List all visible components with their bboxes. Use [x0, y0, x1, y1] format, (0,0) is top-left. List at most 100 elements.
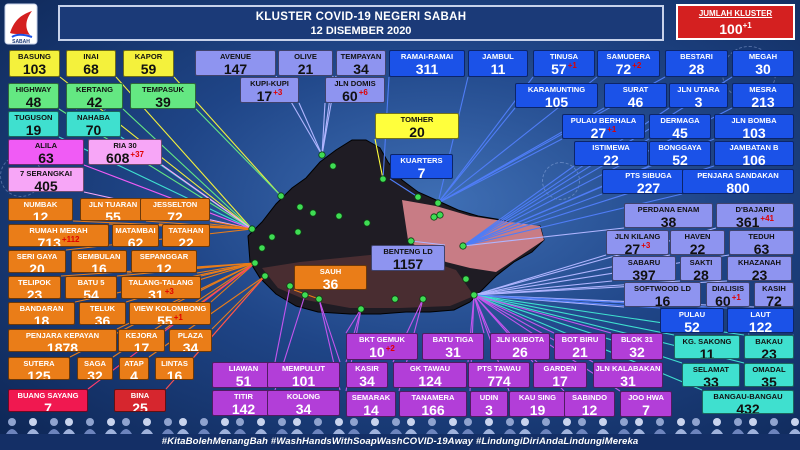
cluster-name: JESSELTON: [152, 200, 198, 209]
cluster-name: BUANG SAYANG: [17, 391, 79, 400]
cluster-value: 23: [26, 286, 43, 299]
person-head-icon: [143, 418, 151, 426]
cluster-case-count: 16: [156, 369, 193, 379]
cluster-name: ATAP: [124, 359, 144, 368]
page-title: KLUSTER COVID-19 NEGERI SABAH: [255, 11, 467, 23]
person-head-icon: [278, 418, 286, 426]
cluster-case-count: 62: [113, 236, 158, 246]
cluster-case-count: 397: [613, 268, 675, 280]
connector-line-penjarasandakan: [462, 193, 683, 247]
cluster-value: 36: [94, 312, 111, 325]
cluster-name: KERTANG: [76, 85, 113, 94]
cluster-name: SERI GAYA: [16, 252, 58, 261]
cluster-case-count: 17+3: [241, 87, 298, 102]
cluster-case-count: 36: [295, 277, 366, 289]
connector-line-alila: [83, 164, 253, 230]
cluster-name: SAKTI: [689, 258, 713, 267]
cluster-name: TUGUSON: [14, 113, 53, 122]
cluster-case-count: 105: [516, 93, 597, 108]
svg-text:SABAH: SABAH: [12, 39, 30, 45]
connector-line-mempulut: [318, 298, 341, 363]
cluster-value: 101: [291, 372, 316, 388]
cluster-value: 52: [684, 318, 700, 333]
cluster-name: TEMPASUK: [141, 85, 185, 94]
cluster-increase: +6: [358, 87, 368, 97]
cluster-name: SABINDO: [571, 393, 608, 402]
cluster-case-count: 55+1: [130, 313, 210, 324]
person-head-icon: [8, 418, 16, 426]
connector-line-jlnkilang: [473, 254, 607, 296]
person-head-icon: [29, 418, 37, 426]
cluster-value: 48: [25, 93, 42, 109]
person-head-icon: [485, 418, 493, 426]
person-head-icon: [257, 418, 265, 426]
cluster-value: 59: [140, 60, 157, 77]
cluster-case-count: 103: [10, 62, 59, 76]
cluster-case-count: 17: [534, 374, 586, 387]
cluster-case-count: 72: [141, 210, 209, 220]
cluster-case-count: 22: [163, 236, 209, 246]
connector-line-tatahan: [209, 223, 253, 230]
cluster-value: 361: [736, 213, 760, 228]
cluster-value: 105: [544, 93, 569, 108]
cluster-case-count: 51: [213, 374, 274, 387]
cluster-case-count: 26: [491, 345, 549, 359]
cluster-name: TOMHER: [400, 115, 434, 124]
person-head-icon: [656, 418, 664, 426]
connector-line-kupikupi: [298, 102, 323, 156]
person-head-icon: [200, 418, 208, 426]
cluster-case-count: 213: [733, 95, 793, 107]
map-marker-icon: [363, 219, 371, 227]
cluster-case-count: 31: [423, 345, 483, 359]
person-head-icon: [734, 418, 742, 426]
connector-line-blok31: [473, 294, 612, 334]
person-body-icon: [105, 429, 117, 434]
cluster-name: BASUNG: [18, 52, 51, 61]
cluster-increase: +112: [61, 234, 80, 244]
connector-line-kgsakong: [473, 294, 675, 336]
map-marker-icon: [248, 225, 256, 233]
cluster-name: KASIR: [355, 364, 379, 373]
connector-line-botbiru: [473, 294, 555, 334]
cluster-value: 12: [581, 401, 598, 417]
cluster-value: 7: [642, 401, 650, 417]
cluster-case-count: 10+2: [347, 344, 417, 359]
total-increase: +1: [742, 21, 752, 30]
cluster-value: 38: [660, 213, 677, 228]
cluster-increase: +3: [273, 87, 283, 97]
cluster-value: 16: [654, 292, 671, 307]
cluster-value: 46: [627, 93, 644, 108]
cluster-value: 147: [223, 60, 248, 76]
cluster-case-count: 101: [268, 372, 339, 388]
cluster-name: BLOK 31: [620, 335, 654, 344]
person-body-icon: [789, 429, 800, 434]
connector-line-bentengld: [410, 240, 446, 246]
cluster-name: KHAZANAH: [737, 258, 782, 267]
cluster-value: 34: [295, 400, 312, 416]
person-body-icon: [519, 429, 531, 434]
cluster-case-count: 34: [347, 374, 387, 387]
connector-line-perdanaenam: [462, 227, 625, 247]
connector-line-ptssibuga: [462, 193, 603, 247]
